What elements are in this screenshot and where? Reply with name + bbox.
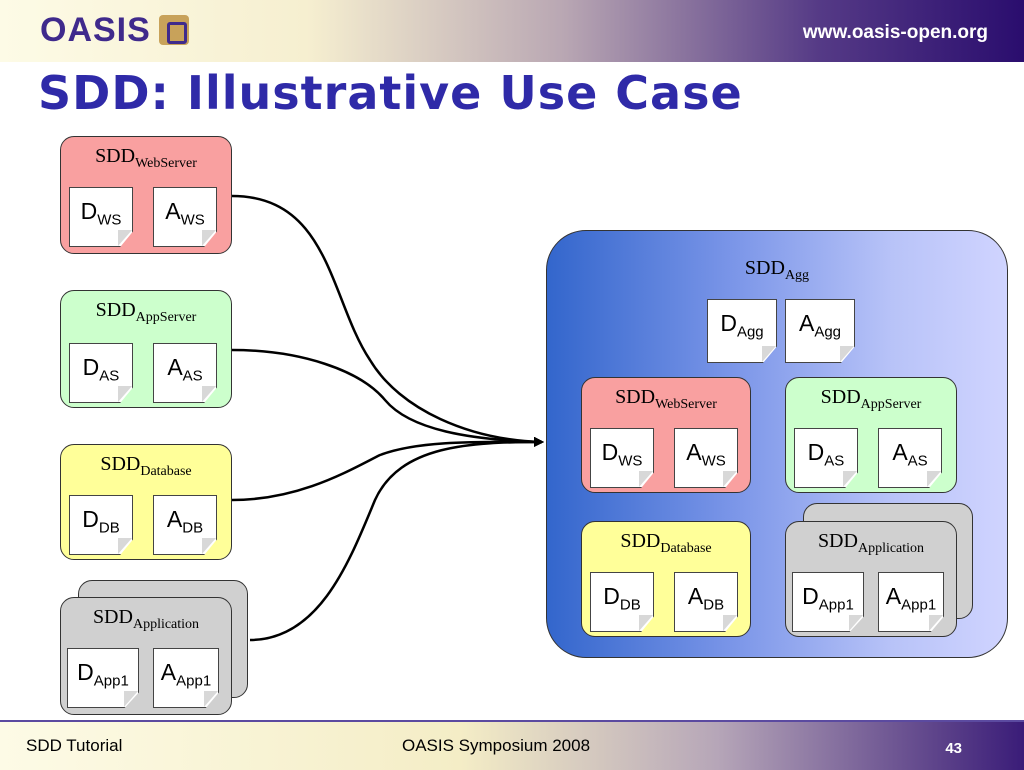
artifact-doc-icon: AAS: [153, 343, 217, 403]
logo-text: OASIS: [40, 10, 151, 49]
header-url[interactable]: www.oasis-open.org: [802, 22, 988, 43]
artifact-doc-icon: AWS: [153, 187, 217, 247]
sdd-application-box: SDDApplication DApp1 AApp1: [60, 597, 232, 715]
deployment-doc-icon: DAgg: [707, 299, 777, 363]
deployment-doc-icon: DWS: [590, 428, 654, 488]
arrow-application: [249, 437, 544, 642]
sdd-appserver-label: SDDAppServer: [95, 299, 197, 325]
artifact-doc-icon: AAS: [878, 428, 942, 488]
footer-tutorial-label: SDD Tutorial: [26, 736, 123, 755]
arrow-appserver: [231, 348, 544, 447]
artifact-doc-icon: AAgg: [785, 299, 855, 363]
slide-header: OASIS www.oasis-open.org: [0, 0, 1024, 62]
deployment-doc-icon: DAS: [794, 428, 858, 488]
slide-footer: SDD Tutorial OASIS Symposium 2008 43: [0, 720, 1024, 770]
sdd-aggregate-box: SDDAgg DAgg AAgg SDDWebServer DWS AWS SD…: [546, 230, 1008, 658]
deployment-doc-icon: DWS: [69, 187, 133, 247]
oasis-logo: OASIS: [40, 10, 189, 49]
sdd-application-label: SDDApplication: [92, 606, 200, 632]
deployment-doc-icon: DDB: [69, 495, 133, 555]
sdd-webserver-label: SDDWebServer: [95, 145, 197, 171]
agg-sdd-database-box: SDDDatabase DDB ADB: [581, 521, 751, 637]
artifact-doc-icon: AWS: [674, 428, 738, 488]
sdd-webserver-box: SDDWebServer DWS AWS: [60, 136, 232, 254]
artifact-doc-icon: ADB: [153, 495, 217, 555]
artifact-doc-icon: ADB: [674, 572, 738, 632]
logo-mark-icon: [158, 15, 189, 45]
footer-event-label: OASIS Symposium 2008: [402, 736, 591, 755]
deployment-doc-icon: DAS: [69, 343, 133, 403]
artifact-doc-icon: AApp1: [878, 572, 944, 632]
deployment-doc-icon: DDB: [590, 572, 654, 632]
slide-title: SDD: Illustrative Use Case: [38, 66, 743, 120]
agg-sdd-appserver-box: SDDAppServer DAS AAS: [785, 377, 957, 493]
sdd-database-label: SDDDatabase: [100, 453, 192, 479]
arrow-webserver: [231, 194, 544, 447]
arrow-database: [231, 436, 544, 502]
sdd-database-box: SDDDatabase DDB ADB: [60, 444, 232, 560]
deployment-doc-icon: DApp1: [67, 648, 139, 708]
artifact-doc-icon: AApp1: [153, 648, 219, 708]
agg-sdd-application-box: SDDApplication DApp1 AApp1: [785, 521, 957, 637]
page-number: 43: [945, 740, 962, 757]
sdd-appserver-box: SDDAppServer DAS AAS: [60, 290, 232, 408]
sdd-aggregate-label: SDDAgg: [744, 257, 810, 283]
agg-sdd-webserver-box: SDDWebServer DWS AWS: [581, 377, 751, 493]
deployment-doc-icon: DApp1: [792, 572, 864, 632]
